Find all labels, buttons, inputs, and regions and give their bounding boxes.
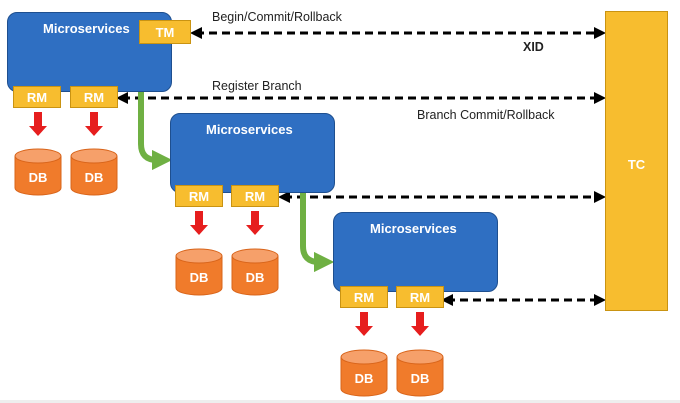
rm-db-arrow xyxy=(190,211,208,235)
db-label: DB xyxy=(245,270,265,285)
call-arrow-1 xyxy=(138,86,173,171)
db-label: DB xyxy=(189,270,209,285)
microservice-label: Microservices xyxy=(370,221,457,236)
call-arrow-2 xyxy=(300,192,335,273)
db-cylinder-icon xyxy=(340,349,388,397)
register-branch-label: Register Branch xyxy=(212,79,302,93)
rm-box: RM xyxy=(13,86,61,108)
db-cylinder-icon xyxy=(231,248,279,296)
begin-commit-rollback-label: Begin/Commit/Rollback xyxy=(212,10,342,24)
db-cylinder: DB xyxy=(175,248,223,296)
rm-db-arrow xyxy=(85,112,103,136)
rm-box: RM xyxy=(340,286,388,308)
rm-db-arrow xyxy=(355,312,373,336)
rm-box: RM xyxy=(231,185,279,207)
rm-db-arrow xyxy=(29,112,47,136)
db-cylinder: DB xyxy=(396,349,444,397)
microservice-2: Microservices xyxy=(170,113,335,193)
db-label: DB xyxy=(84,170,104,185)
tc-box: TC xyxy=(605,11,668,311)
db-cylinder: DB xyxy=(340,349,388,397)
tc-label: TC xyxy=(627,157,646,172)
db-cylinder-icon xyxy=(70,148,118,196)
db-cylinder-icon xyxy=(175,248,223,296)
db-cylinder: DB xyxy=(14,148,62,196)
microservice-label: Microservices xyxy=(43,21,130,36)
rm-box: RM xyxy=(70,86,118,108)
rm-db-arrow xyxy=(246,211,264,235)
rm-box: RM xyxy=(396,286,444,308)
rm-db-arrows xyxy=(29,112,429,336)
db-cylinder: DB xyxy=(70,148,118,196)
branch-commit-rollback-label: Branch Commit/Rollback xyxy=(417,108,555,122)
rm-db-arrow xyxy=(411,312,429,336)
db-cylinder: DB xyxy=(231,248,279,296)
microservice-label: Microservices xyxy=(206,122,293,137)
db-label: DB xyxy=(354,371,374,386)
db-label: DB xyxy=(28,170,48,185)
microservice-3: Microservices xyxy=(333,212,498,292)
tm-box: TM xyxy=(139,20,191,44)
db-label: DB xyxy=(410,371,430,386)
db-cylinder-icon xyxy=(396,349,444,397)
db-cylinder-icon xyxy=(14,148,62,196)
rm-box: RM xyxy=(175,185,223,207)
xid-label: XID xyxy=(523,40,544,54)
